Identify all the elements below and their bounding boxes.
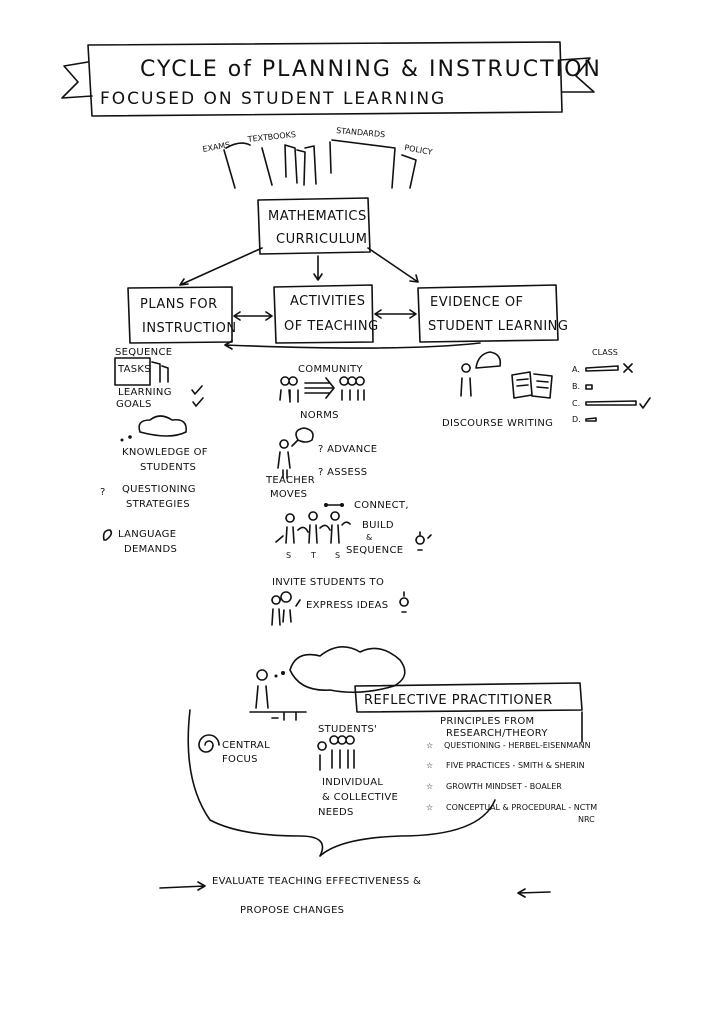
question-icon: ? (100, 487, 106, 498)
principle-2: FIVE PRACTICES - SMITH & SHERIN (446, 761, 585, 770)
principles-heading-2: RESEARCH/THEORY (446, 728, 548, 739)
star-icon: ☆ (426, 761, 433, 770)
principle-4-nrc: NRC (578, 815, 595, 824)
evidence-items: DISCOURSE WRITING CLASS A. B. C. D. (442, 348, 651, 429)
plans-questioning-1: QUESTIONING (122, 484, 196, 495)
sts-s2: S (335, 551, 340, 560)
reflection-students: STUDENTS' (318, 724, 377, 735)
curriculum-sources: EXAMS TEXTBOOKS STANDARDS POLICY (202, 126, 434, 189)
plans-knowledge-1: KNOWLEDGE OF (122, 447, 208, 458)
principle-4: CONCEPTUAL & PROCEDURAL - NCTM (446, 803, 597, 812)
plans-knowledge-2: STUDENTS (140, 462, 196, 473)
activities-teacher-2: MOVES (270, 489, 307, 500)
needs-1: INDIVIDUAL (322, 777, 383, 788)
plans-line2: INSTRUCTION (142, 321, 237, 336)
principles-heading-1: PRINCIPLES FROM (440, 716, 535, 727)
activities-teacher-1: TEACHER (265, 475, 315, 486)
mathematics-curriculum-box: MATHEMATICS CURRICULUM (257, 197, 371, 255)
activities-norms: NORMS (300, 410, 339, 421)
evidence-line2: STUDENT LEARNING (428, 319, 568, 334)
evaluate-line2: PROPOSE CHANGES (240, 905, 344, 916)
activities-items: COMMUNITY NORMS ? ADVANCE ? ASSESS TEACH… (265, 364, 432, 626)
plans-questioning-2: STRATEGIES (126, 499, 190, 510)
plans-for-instruction-box: PLANS FOR INSTRUCTION (127, 286, 237, 344)
reflection-title: REFLECTIVE PRACTITIONER (364, 693, 553, 708)
activities-amp: & (366, 533, 372, 542)
evidence-discourse: DISCOURSE (442, 418, 503, 429)
sts-s1: S (286, 551, 291, 560)
teacher-speaking-icon (277, 427, 314, 479)
plans-language-1: LANGUAGE (118, 529, 176, 540)
central-focus-1: CENTRAL (222, 740, 270, 751)
banner-subtitle: FOCUSED ON STUDENT LEARNING (100, 89, 446, 109)
star-icon: ☆ (426, 741, 433, 750)
evidence-writing: WRITING (507, 418, 553, 429)
source-policy: POLICY (404, 143, 434, 157)
sts-t: T (310, 551, 316, 560)
class-row-b: B. (572, 382, 580, 391)
activities-build: BUILD (362, 520, 394, 531)
needs-3: NEEDS (318, 807, 354, 818)
activities-connect: CONNECT, (354, 500, 409, 511)
activities-of-teaching-box: ACTIVITIES OF TEACHING (273, 284, 379, 344)
plans-tasks: TASKS (117, 364, 151, 375)
lightbulb-icon (399, 591, 409, 613)
spiral-focus-icon (198, 734, 220, 753)
class-progress-bars (585, 363, 651, 422)
activities-invite: INVITE STUDENTS TO (272, 577, 384, 588)
plans-goals-1: LEARNING (118, 387, 172, 398)
activities-line1: ACTIVITIES (290, 294, 365, 309)
class-row-a: A. (572, 365, 580, 374)
teacher-at-desk-icon (249, 669, 307, 721)
thought-cloud-icon (138, 415, 188, 437)
plans-line1: PLANS FOR (140, 297, 218, 312)
plans-sequence: SEQUENCE (115, 347, 172, 358)
evidence-line1: EVIDENCE OF (430, 295, 524, 310)
thought-cloud-icon (289, 646, 406, 694)
evaluate-line1: EVALUATE TEACHING EFFECTIVENESS & (212, 876, 421, 887)
plans-language-2: DEMANDS (124, 544, 177, 555)
students-expressing-icon (271, 591, 301, 626)
students-group-icon (317, 735, 355, 771)
principle-1: QUESTIONING - HERBEL-EISENMANN (444, 741, 591, 750)
speech-bubble-icon (102, 529, 113, 541)
class-row-c: C. (572, 399, 580, 408)
central-focus-2: FOCUS (222, 754, 258, 765)
plans-items: SEQUENCE TASKS LEARNING GOALS KNOWLEDGE … (100, 347, 208, 555)
lightbulb-icon (415, 531, 432, 551)
needs-2: & COLLECTIVE (322, 792, 398, 803)
checkmark-icon (191, 385, 204, 407)
source-standards: STANDARDS (336, 126, 386, 139)
star-icon: ☆ (426, 803, 433, 812)
activities-assess: ? ASSESS (318, 467, 367, 478)
evidence-of-learning-box: EVIDENCE OF STUDENT LEARNING (417, 284, 568, 343)
activities-sequence: SEQUENCE (346, 545, 403, 556)
notebook-icon (511, 371, 553, 399)
activities-express: EXPRESS IDEAS (306, 600, 388, 611)
banner-title: CYCLE of PLANNING & INSTRUCTION (140, 57, 602, 82)
class-label: CLASS (592, 348, 618, 357)
evaluate-section: EVALUATE TEACHING EFFECTIVENESS & PROPOS… (159, 876, 551, 916)
discussion-people-icon (275, 511, 351, 544)
source-textbooks: TEXTBOOKS (246, 130, 296, 144)
principle-3: GROWTH MINDSET - BOALER (446, 782, 562, 791)
title-banner: CYCLE of PLANNING & INSTRUCTION FOCUSED … (61, 41, 602, 117)
box-connectors (224, 309, 481, 350)
plans-goals-2: GOALS (116, 399, 152, 410)
activities-community: COMMUNITY (298, 364, 363, 375)
curriculum-line1: MATHEMATICS (268, 209, 367, 224)
curriculum-arrows (179, 247, 419, 286)
class-row-d: D. (572, 415, 581, 424)
community-people-icon (279, 376, 365, 403)
activities-line2: OF TEACHING (284, 319, 379, 334)
student-speaking-icon (460, 351, 502, 397)
reflection-section: REFLECTIVE PRACTITIONER CENTRAL FOCUS ST… (187, 646, 597, 857)
curriculum-line2: CURRICULUM (276, 232, 367, 247)
star-icon: ☆ (426, 782, 433, 791)
activities-advance: ? ADVANCE (318, 444, 377, 455)
